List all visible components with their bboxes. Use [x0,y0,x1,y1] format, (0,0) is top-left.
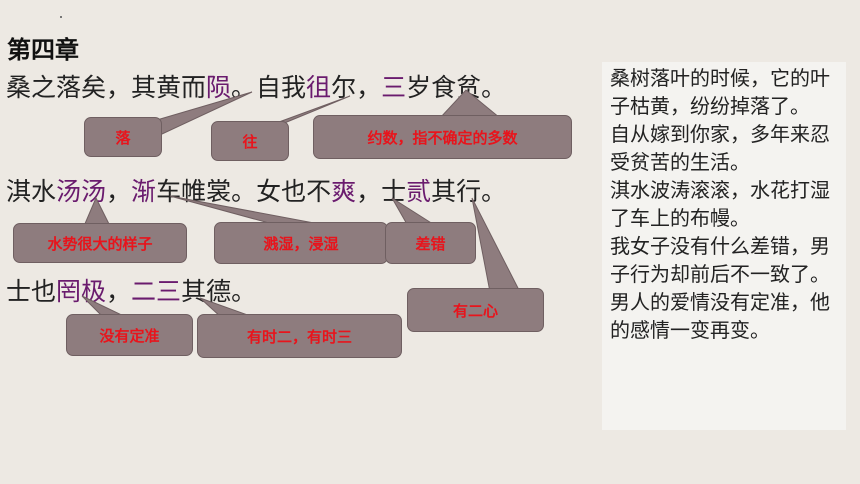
translation-paragraph: 桑树落叶的时候，它的叶子枯黄，纷纷掉落了。 [610,66,830,118]
highlighted-word: 徂 [306,73,332,102]
poem-text: ， [106,177,132,206]
poem-text: 其行。 [431,177,507,206]
annotation-meiyou: 没有定准 [66,314,193,356]
poem-line-1: 桑之落矣，其黄而陨。自我徂尔，三岁食贫。 [6,68,506,104]
poem-text: 岁食贫。 [406,73,507,102]
poem-text: 车帷裳。女也不 [156,177,332,206]
annotation-shuishi: 水势很大的样子 [13,223,187,263]
annotation-luo: 落 [84,117,162,157]
translation-paragraph: 男人的爱情没有定准，他的感情一变再变。 [610,290,830,342]
chapter-title: 第四章 [7,36,79,64]
poem-text: 士也 [6,277,57,306]
poem-line-3: 士也罔极，二三其德。 [6,272,256,308]
highlighted-word: 爽 [331,177,357,206]
highlighted-word: 二三 [131,277,182,306]
highlighted-word: 陨 [206,73,232,102]
annotation-wang: 往 [211,121,289,161]
annotation-chacuo: 差错 [385,222,476,264]
poem-text: 其德。 [181,277,257,306]
annotation-youerxin: 有二心 [407,288,544,332]
translation-paragraph: 淇水波涛滚滚，水花打湿了车上的布幔。 [610,178,830,230]
poem-text: 尔， [331,73,382,102]
annotation-youshi: 有时二，有时三 [197,314,402,358]
pointer-yueshu [438,89,502,119]
translation-paragraph: 自从嫁到你家，多年来忍受贫苦的生活。 [610,122,830,174]
poem-text: 桑之落矣，其黄而 [6,73,207,102]
highlighted-word: 渐 [131,177,157,206]
annotation-yueshu: 约数，指不确定的多数 [313,115,572,159]
pointer-youer [471,197,521,293]
poem-text: 淇水 [6,177,57,206]
highlighted-word: 贰 [406,177,432,206]
pointer-shui [83,196,111,227]
annotation-jianshi: 溅湿，浸湿 [214,222,388,264]
highlighted-word: 罔极 [56,277,107,306]
decorative-dot [60,16,62,18]
poem-text: ， [106,277,132,306]
translation-panel: 桑树落叶的时候，它的叶子枯黄，纷纷掉落了。 自从嫁到你家，多年来忍受贫苦的生活。… [602,62,846,430]
translation-paragraph: 我女子没有什么差错，男子行为却前后不一致了。 [610,234,830,286]
poem-text: 。自我 [231,73,307,102]
highlighted-word: 三 [381,73,407,102]
